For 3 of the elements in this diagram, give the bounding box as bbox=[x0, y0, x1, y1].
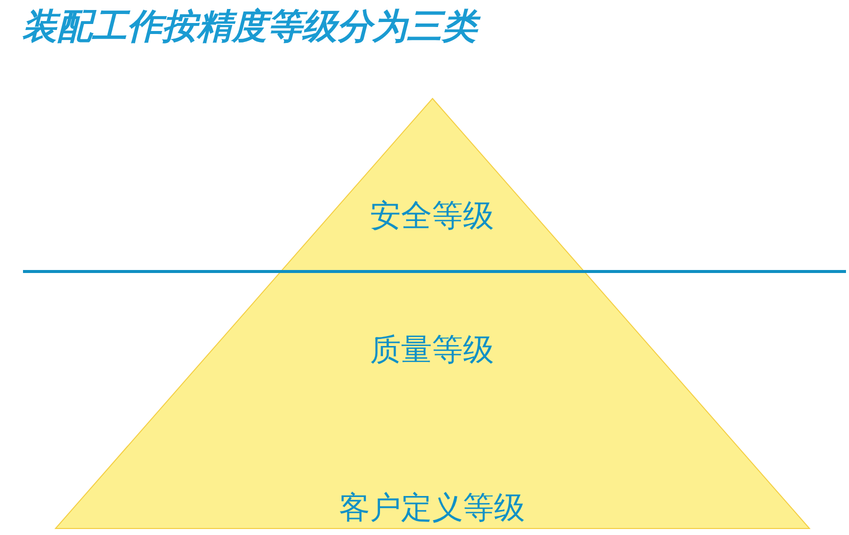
level-label: 质量等级 bbox=[370, 332, 494, 368]
level-label: 客户定义等级 bbox=[339, 490, 525, 526]
level-label: 安全等级 bbox=[370, 198, 494, 234]
